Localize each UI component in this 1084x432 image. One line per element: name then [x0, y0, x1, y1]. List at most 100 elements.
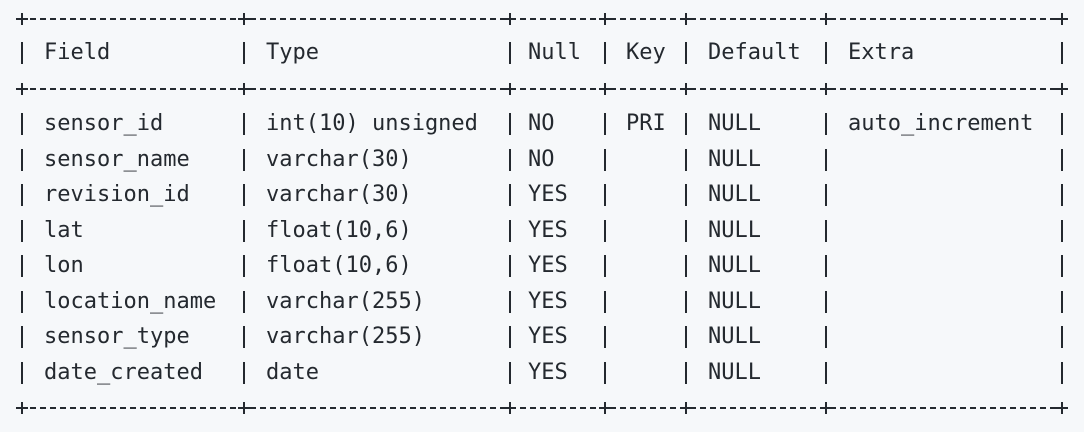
- table-cell: lat: [44, 218, 84, 243]
- table-corner: [1056, 83, 1068, 95]
- table-cell: float(10,6): [266, 253, 412, 278]
- table-cell: Field: [44, 40, 111, 65]
- table-cell: Type: [266, 40, 319, 65]
- table-corner: [238, 13, 250, 25]
- table-corner: [1056, 13, 1068, 25]
- column-separator: [685, 362, 687, 384]
- table-corner: [504, 402, 516, 414]
- column-separator: [21, 362, 23, 384]
- column-separator: [21, 220, 23, 242]
- column-separator: [1061, 149, 1063, 171]
- table-corner: [504, 13, 516, 25]
- column-separator: [243, 291, 245, 313]
- column-separator: [604, 220, 606, 242]
- column-separator: [685, 220, 687, 242]
- table-cell: location_name: [44, 289, 217, 314]
- column-separator: [1061, 255, 1063, 277]
- table-corner: [599, 13, 611, 25]
- table-cell: NULL: [708, 111, 761, 136]
- column-separator: [604, 184, 606, 206]
- column-separator: [509, 326, 511, 348]
- table-cell: NULL: [708, 253, 761, 278]
- table-corner: [820, 83, 832, 95]
- column-separator: [1061, 42, 1063, 64]
- table-cell: NULL: [708, 324, 761, 349]
- table-cell: revision_id: [44, 182, 190, 207]
- column-separator: [1061, 291, 1063, 313]
- column-separator: [1061, 326, 1063, 348]
- table-cell: NO: [528, 147, 555, 172]
- table-cell: varchar(30): [266, 147, 412, 172]
- column-separator: [1061, 220, 1063, 242]
- table-cell: int(10) unsigned: [266, 111, 478, 136]
- column-separator: [825, 149, 827, 171]
- table-cell: NO: [528, 111, 555, 136]
- column-separator: [604, 42, 606, 64]
- column-separator: [243, 149, 245, 171]
- column-separator: [21, 42, 23, 64]
- column-separator: [21, 113, 23, 135]
- table-border-bottom: [20, 407, 1066, 409]
- table-corner: [1056, 402, 1068, 414]
- column-separator: [243, 220, 245, 242]
- column-separator: [825, 255, 827, 277]
- table-corner: [680, 83, 692, 95]
- column-separator: [604, 362, 606, 384]
- table-cell: varchar(30): [266, 182, 412, 207]
- column-separator: [509, 113, 511, 135]
- column-separator: [509, 184, 511, 206]
- table-border-header: [20, 88, 1066, 90]
- column-separator: [509, 291, 511, 313]
- column-separator: [685, 326, 687, 348]
- column-separator: [685, 184, 687, 206]
- table-cell: NULL: [708, 218, 761, 243]
- column-separator: [509, 255, 511, 277]
- table-cell: NULL: [708, 182, 761, 207]
- column-separator: [243, 255, 245, 277]
- table-corner: [680, 402, 692, 414]
- table-corner: [16, 13, 28, 25]
- column-separator: [685, 255, 687, 277]
- table-corner: [599, 402, 611, 414]
- column-separator: [604, 291, 606, 313]
- column-separator: [509, 149, 511, 171]
- column-separator: [509, 42, 511, 64]
- table-cell: YES: [528, 289, 568, 314]
- table-corner: [680, 13, 692, 25]
- column-separator: [21, 326, 23, 348]
- table-border-top: [20, 18, 1066, 20]
- column-separator: [243, 113, 245, 135]
- table-cell: NULL: [708, 360, 761, 385]
- table-cell: Null: [528, 40, 581, 65]
- table-cell: date_created: [44, 360, 203, 385]
- table-cell: date: [266, 360, 319, 385]
- table-cell: Key: [626, 40, 666, 65]
- table-cell: varchar(255): [266, 289, 425, 314]
- table-cell: lon: [44, 253, 84, 278]
- table-cell: PRI: [626, 111, 666, 136]
- column-separator: [243, 184, 245, 206]
- table-corner: [238, 402, 250, 414]
- table-cell: YES: [528, 360, 568, 385]
- column-separator: [1061, 362, 1063, 384]
- table-cell: sensor_name: [44, 147, 190, 172]
- table-cell: YES: [528, 218, 568, 243]
- table-cell: sensor_type: [44, 324, 190, 349]
- column-separator: [604, 113, 606, 135]
- column-separator: [21, 184, 23, 206]
- column-separator: [825, 291, 827, 313]
- column-separator: [21, 149, 23, 171]
- column-separator: [21, 291, 23, 313]
- table-cell: NULL: [708, 289, 761, 314]
- column-separator: [509, 362, 511, 384]
- table-corner: [16, 402, 28, 414]
- table-cell: YES: [528, 324, 568, 349]
- table-cell: float(10,6): [266, 218, 412, 243]
- table-cell: auto_increment: [848, 111, 1034, 136]
- column-separator: [685, 291, 687, 313]
- table-cell: YES: [528, 253, 568, 278]
- table-corner: [504, 83, 516, 95]
- column-separator: [243, 42, 245, 64]
- table-cell: NULL: [708, 147, 761, 172]
